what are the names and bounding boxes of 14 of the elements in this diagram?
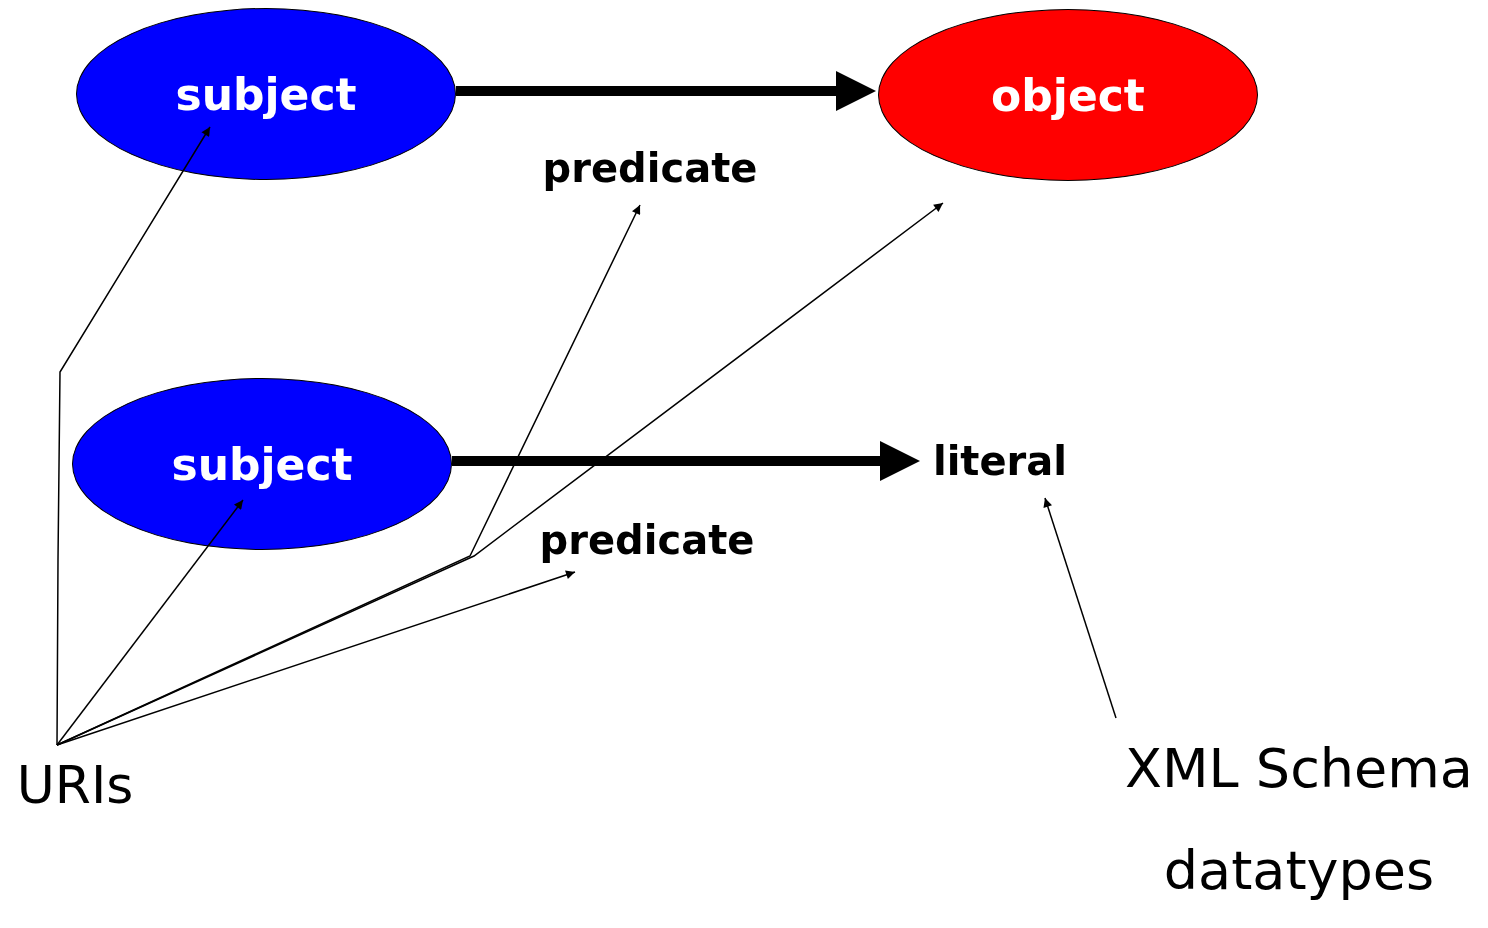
text-label: literal (931, 437, 1069, 485)
text-label: predicate (541, 144, 759, 192)
arrow (56, 126, 211, 746)
text-label: predicate (538, 516, 756, 564)
arrow (56, 499, 244, 746)
node-label: subject (171, 437, 353, 491)
node-label: object (991, 68, 1145, 122)
text-label: URIs (15, 754, 135, 817)
thick-arrow (452, 441, 920, 481)
node-label: subject (175, 67, 357, 121)
arrow (56, 570, 576, 746)
thick-arrow (456, 71, 876, 111)
arrow (1043, 497, 1117, 719)
text-label: XML Schema datatypes (1124, 736, 1474, 904)
